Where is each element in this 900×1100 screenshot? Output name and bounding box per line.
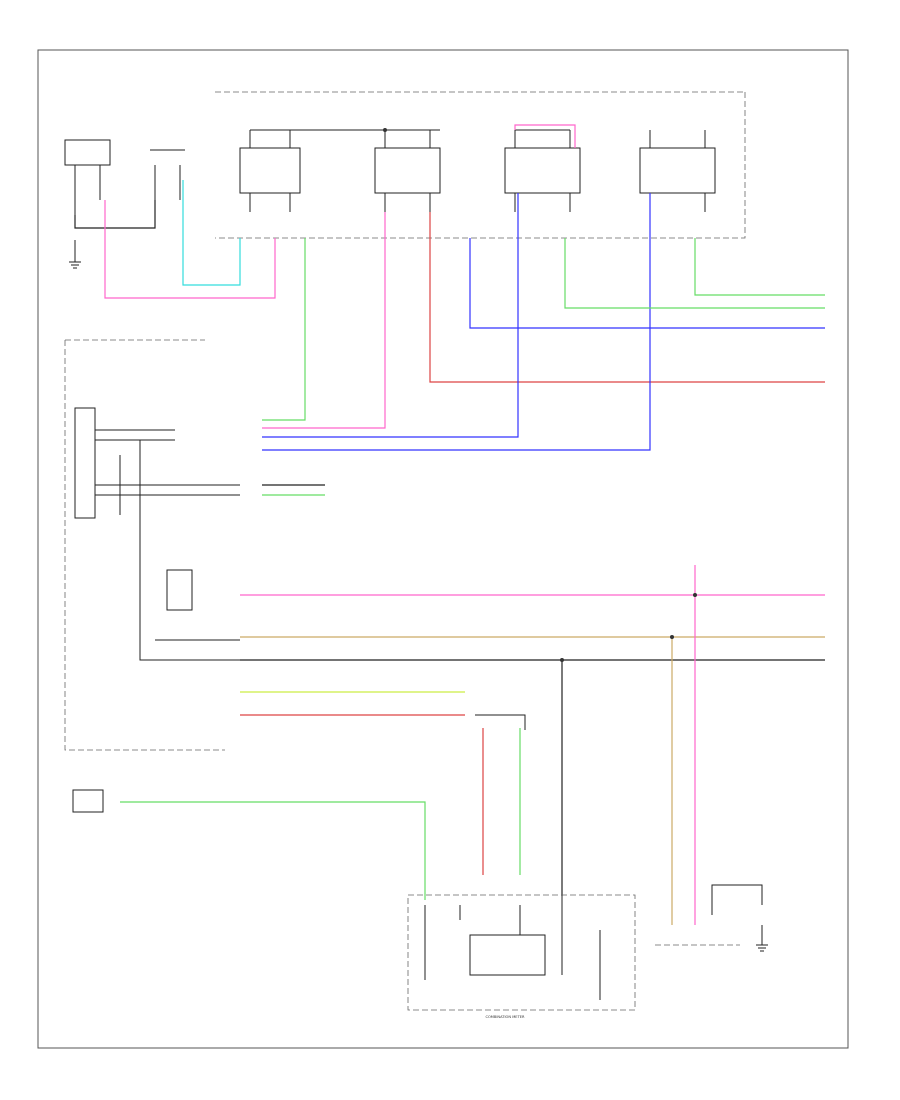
relay-block-2 <box>374 130 441 212</box>
wire-pink-vertical-2 <box>262 212 386 429</box>
splice-dot-relay <box>383 128 387 132</box>
wire-light-blue <box>182 180 241 286</box>
wire-green-right-1 <box>564 238 825 309</box>
splice-dot-black <box>560 658 564 662</box>
left-switch-module-1 <box>64 139 111 215</box>
top-power-rail-right <box>215 92 746 239</box>
wire-pink-top-left <box>104 200 276 299</box>
ground-symbol-top-left <box>69 240 81 269</box>
relay-block-1 <box>239 129 440 212</box>
left-module-internal <box>74 407 240 661</box>
relay-block-4 <box>639 130 716 212</box>
diagram-frame <box>37 49 849 1049</box>
wire-green-bottom-left <box>120 801 426 900</box>
bottom-module-label: COMBINATION METER <box>485 1015 525 1019</box>
bottom-relay <box>475 714 526 730</box>
wire-black-top-left <box>74 200 156 229</box>
right-bottom-module <box>655 884 768 952</box>
wire-blue-left <box>469 238 825 329</box>
wire-green-vertical-1 <box>262 238 306 421</box>
left-module-outline <box>64 339 225 751</box>
bottom-left-switch <box>72 789 104 813</box>
left-small-module <box>166 569 193 611</box>
splice-dot-tan <box>670 635 674 639</box>
combination-meter-block <box>407 894 636 1011</box>
wire-green-right-2 <box>694 238 825 296</box>
relay-block-3 <box>504 129 581 212</box>
wire-pink-relay3-top <box>514 124 576 148</box>
wire-blue-center <box>262 193 519 438</box>
left-switch-module-2 <box>150 149 185 200</box>
wire-blue-right <box>262 193 651 451</box>
wire-red-horizontal <box>429 212 825 383</box>
splice-dot-pink <box>693 593 697 597</box>
